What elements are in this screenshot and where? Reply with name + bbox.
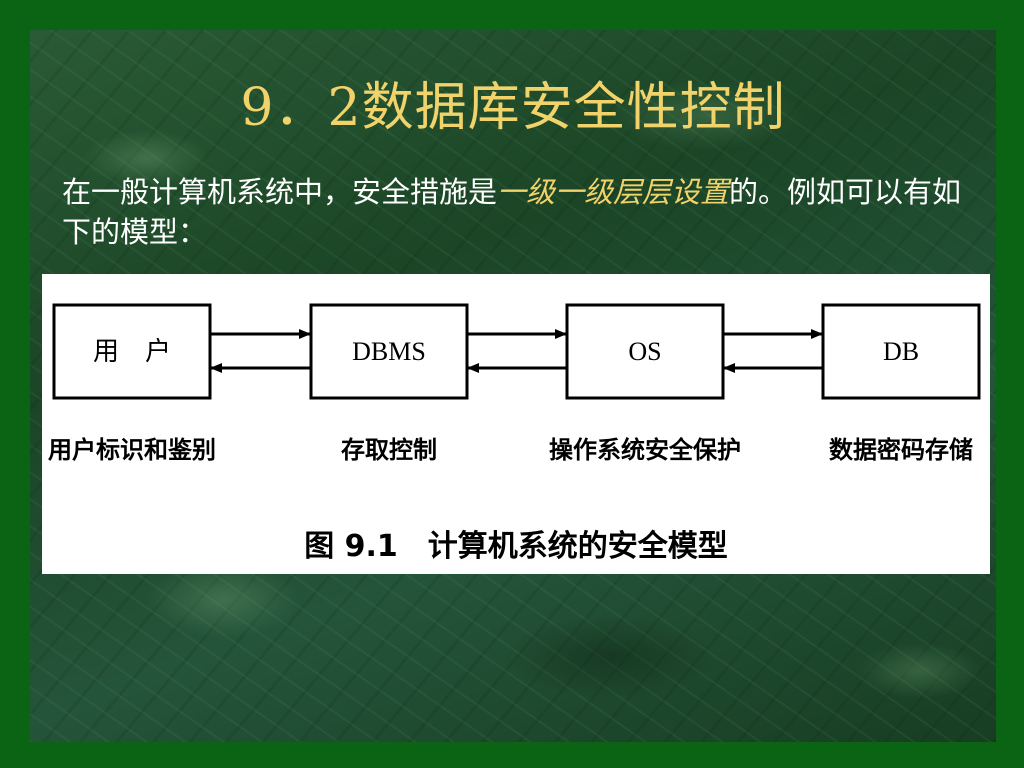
node-box-db (821, 303, 981, 400)
node-label-user: 用 户 (93, 337, 171, 366)
node-label-db: DB (883, 337, 919, 366)
slide-title: 9．2数据库安全性控制 (240, 78, 786, 138)
node-box-user (52, 303, 212, 400)
node-caption-dbms: 存取控制 (341, 436, 437, 464)
node-caption-db: 数据密码存储 (829, 436, 973, 464)
paragraph-emphasis: 一级一级层层设置 (497, 175, 730, 209)
node-label-dbms: DBMS (352, 337, 426, 366)
slide-paragraph: 在一般计算机系统中，安全措施是一级一级层层设置的。例如可以有如下的模型： (62, 172, 962, 252)
node-caption-os: 操作系统安全保护 (549, 436, 741, 464)
paragraph-text-before: 在一般计算机系统中，安全措施是 (62, 175, 498, 209)
node-caption-user: 用户标识和鉴别 (48, 436, 216, 464)
figure-caption: 图 9.1 计算机系统的安全模型 (304, 529, 728, 564)
node-box-os (565, 303, 725, 400)
security-model-diagram: 用 户 DBMS OS DB 用户标识和鉴别 存取控制 操作系统安全保护 数据密… (48, 303, 981, 564)
node-box-dbms (309, 303, 469, 400)
node-label-os: OS (628, 337, 661, 366)
slide: 9．2数据库安全性控制 在一般计算机系统中，安全措施是一级一级层层设置的。例如可… (30, 30, 996, 742)
paragraph-text-after: 的。例如可以有如下的模型： (62, 175, 962, 249)
security-model-figure: 用 户 DBMS OS DB 用户标识和鉴别 存取控制 操作系统安全保护 数据密… (42, 274, 990, 574)
